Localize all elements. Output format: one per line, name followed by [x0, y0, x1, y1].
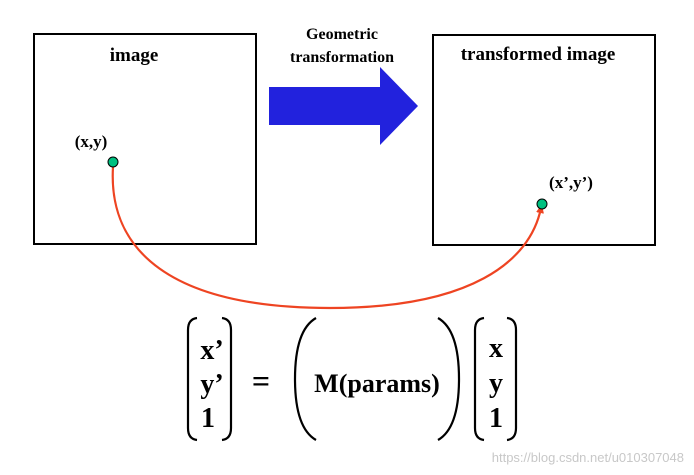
source-point-label: (x,y): [75, 132, 108, 151]
rhs-vector: x y 1: [473, 316, 518, 442]
target-image-title: transformed image: [461, 44, 616, 65]
transformation-matrix: M(params): [293, 317, 461, 441]
matrix-label: M(params): [314, 369, 440, 398]
source-image-box: [33, 33, 257, 245]
target-point-label: (x’,y’): [549, 173, 593, 192]
rhs-right-bracket: [506, 316, 518, 442]
arrow-label-line1: Geometric: [306, 26, 378, 43]
lhs-left-bracket: [186, 316, 198, 442]
lhs-vector: x’ y’ 1: [186, 316, 233, 442]
rhs-one: 1: [489, 403, 503, 434]
target-image-box: [432, 34, 656, 246]
rhs-y: y: [489, 368, 503, 399]
matrix-left-bracket: [293, 317, 317, 441]
equals-sign: =: [252, 363, 270, 399]
lhs-right-bracket: [221, 316, 233, 442]
rhs-x: x: [489, 333, 503, 364]
mapping-curve: [111, 166, 544, 310]
transformation-arrow: [269, 67, 418, 145]
watermark-text: https://blog.csdn.net/u010307048: [492, 450, 684, 465]
source-image-title: image: [110, 45, 159, 66]
lhs-one: 1: [201, 403, 215, 434]
target-point: [536, 198, 548, 210]
matrix-right-bracket: [437, 317, 461, 441]
source-point: [107, 156, 119, 168]
arrow-label-line2: transformation: [290, 49, 394, 66]
lhs-y-prime: y’: [200, 369, 223, 400]
lhs-x-prime: x’: [200, 335, 223, 366]
rhs-left-bracket: [473, 316, 485, 442]
